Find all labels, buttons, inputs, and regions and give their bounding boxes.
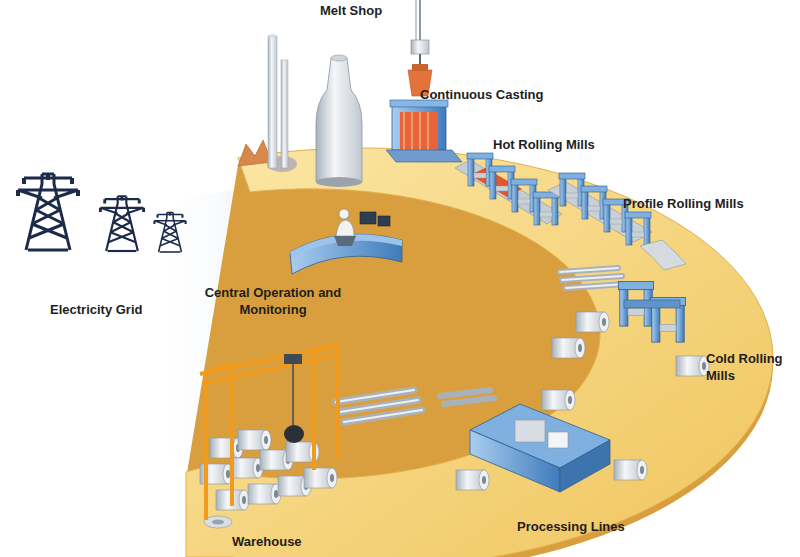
melt-shop-illustration bbox=[268, 36, 277, 168]
station-label: Hot Rolling Mills bbox=[493, 136, 595, 153]
control-desk-illustration bbox=[334, 236, 356, 246]
warehouse-illustration bbox=[230, 458, 263, 478]
melt-shop-illustration bbox=[419, 0, 421, 40]
warehouse-illustration bbox=[284, 425, 304, 443]
warehouse-illustration bbox=[336, 390, 422, 422]
station-label: Profile Rolling Mills bbox=[623, 195, 744, 212]
station-label: Melt Shop bbox=[320, 2, 382, 19]
warehouse-illustration bbox=[248, 484, 281, 504]
control-desk-illustration bbox=[336, 220, 354, 236]
continuous-casting-illustration bbox=[392, 104, 446, 150]
warehouse-illustration bbox=[200, 344, 342, 384]
profile-rolling-illustration bbox=[560, 268, 626, 288]
station-label: Electricity Grid bbox=[50, 301, 142, 318]
continuous-casting-illustration bbox=[404, 112, 428, 150]
station-label: Warehouse bbox=[232, 533, 302, 550]
melt-shop-illustration bbox=[411, 40, 429, 54]
processing-lines-illustration bbox=[456, 470, 489, 490]
melt-shop-illustration bbox=[268, 34, 277, 38]
warehouse-illustration bbox=[206, 346, 338, 520]
processing-lines-illustration bbox=[515, 420, 545, 442]
continuous-casting-illustration bbox=[412, 64, 428, 71]
warehouse-illustration bbox=[206, 346, 338, 372]
processing-lines-illustration bbox=[440, 390, 494, 404]
plant-floor-ring bbox=[186, 148, 773, 557]
warehouse-illustration bbox=[304, 468, 337, 488]
warehouse-illustration bbox=[284, 354, 302, 364]
electricity-pylons bbox=[18, 174, 78, 250]
profile-rolling-illustration bbox=[560, 268, 626, 288]
warehouse-illustration bbox=[292, 364, 294, 426]
station-label: Processing Lines bbox=[517, 518, 625, 535]
electricity-pylons bbox=[100, 196, 143, 251]
melt-shop-illustration bbox=[416, 0, 417, 40]
continuous-casting-illustration bbox=[400, 112, 438, 150]
control-desk-illustration bbox=[360, 212, 376, 224]
warehouse-illustration bbox=[200, 344, 422, 528]
continuous-casting-illustration bbox=[386, 64, 462, 162]
cold-rolling-illustration bbox=[624, 300, 680, 308]
plant-floor-ring bbox=[186, 148, 773, 557]
melt-shop-illustration bbox=[316, 58, 362, 182]
cold-rolling-illustration bbox=[552, 282, 709, 376]
control-desk-illustration bbox=[290, 234, 402, 258]
cold-rolling-illustration bbox=[552, 338, 585, 358]
profile-rolling-illustration bbox=[548, 173, 686, 288]
electricity-pylons bbox=[154, 212, 185, 252]
processing-lines-illustration bbox=[614, 460, 647, 480]
continuous-casting-illustration bbox=[386, 150, 462, 162]
processing-lines-illustration bbox=[548, 432, 568, 448]
control-desk-illustration bbox=[290, 234, 402, 274]
hot-rolling-illustration bbox=[455, 153, 562, 225]
melt-shop-illustration bbox=[316, 177, 362, 187]
control-desk-illustration bbox=[290, 209, 402, 274]
melt-shop-illustration bbox=[331, 55, 347, 61]
warehouse-illustration bbox=[336, 390, 422, 422]
warehouse-illustration bbox=[204, 516, 232, 528]
melt-shop-illustration bbox=[281, 60, 288, 168]
cold-rolling-illustration bbox=[676, 356, 709, 376]
melt-shop-illustration bbox=[238, 140, 272, 166]
processing-lines-illustration bbox=[542, 390, 575, 410]
control-desk-illustration bbox=[378, 216, 390, 226]
warehouse-illustration bbox=[212, 520, 224, 525]
processing-lines-illustration bbox=[440, 390, 647, 492]
station-label: Central Operation and Monitoring bbox=[203, 284, 343, 318]
station-label: Continuous Casting bbox=[420, 86, 544, 103]
profile-rolling-illustration bbox=[625, 212, 651, 245]
electricity-pylons bbox=[18, 174, 186, 252]
station-label: Cold Rolling Mills bbox=[706, 350, 798, 384]
profile-rolling-illustration bbox=[640, 240, 686, 270]
warehouse-illustration bbox=[200, 344, 342, 520]
warehouse-illustration bbox=[238, 430, 271, 450]
cold-rolling-illustration bbox=[576, 312, 609, 332]
hot-rolling-illustration bbox=[533, 192, 559, 225]
control-desk-illustration bbox=[339, 209, 349, 219]
